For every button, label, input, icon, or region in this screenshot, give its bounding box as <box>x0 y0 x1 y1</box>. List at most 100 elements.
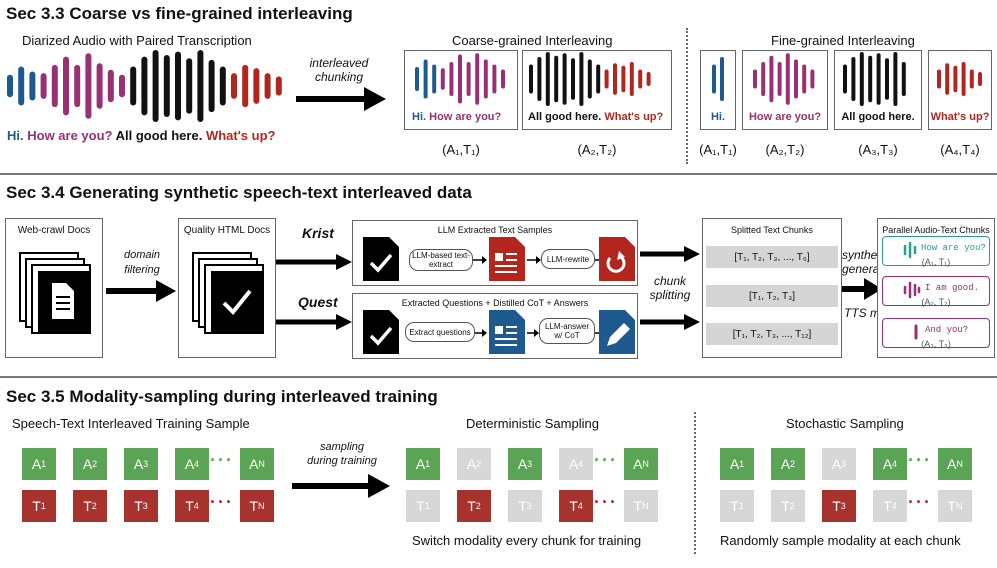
parallel-text-2: I am good. <box>925 283 980 293</box>
cell-subscript: 4 <box>193 501 199 511</box>
audio-label: Diarized Audio with Paired Transcription <box>22 33 252 48</box>
cell-letter: A <box>729 456 740 472</box>
fine-box-3: All good here. <box>834 50 922 130</box>
krist-label: Krist <box>302 225 334 241</box>
parallel-card-2: I am good. (A₂, T₂) <box>882 276 990 307</box>
cell-letter: A <box>82 456 93 472</box>
cell-letter: T <box>185 498 194 514</box>
quality-box: Quality HTML Docs <box>178 218 276 358</box>
parallel-text-1: How are you? <box>921 243 986 253</box>
det-caption: Switch modality every chunk for training <box>412 533 642 548</box>
divider-1 <box>0 173 997 175</box>
cell-letter: A <box>780 456 791 472</box>
fine-box-4: What's up? <box>928 50 992 130</box>
fine-allgood: All good here. <box>841 111 915 123</box>
transcript: Hi. How are you? All good here. What's u… <box>7 128 275 143</box>
webcrawl-label: Web-crawl Docs <box>17 225 91 236</box>
wave-icon-purple <box>903 281 921 299</box>
arrow-small-5 <box>527 329 539 337</box>
parallel-pair-1: (A₁, T₁) <box>921 257 951 267</box>
cell-letter: T <box>781 498 790 514</box>
cell-letter: T <box>947 498 957 514</box>
parallel-pair-2: (A₂, T₂) <box>921 297 951 307</box>
cell-letter: T <box>633 498 643 514</box>
cell-subscript: N <box>258 459 265 469</box>
cell-letter: T <box>134 498 143 514</box>
cell-letter: A <box>568 456 579 472</box>
pill-extract-questions: Extract questions <box>405 322 475 342</box>
ellipsis-dots: ··· <box>210 492 234 512</box>
cell-letter: A <box>249 456 259 472</box>
coarse-whatsup: What's up? <box>604 111 664 123</box>
parallel-text-3: And you? <box>925 325 969 335</box>
cell-subscript: 2 <box>475 501 481 511</box>
tts-arrow <box>842 278 882 300</box>
coarse-wave-1 <box>415 53 505 105</box>
sampling-label-2: during training <box>307 455 377 467</box>
cell-letter: T <box>883 498 892 514</box>
coarse-wave-2 <box>529 52 651 106</box>
wave-icon-purple-2 <box>914 324 918 340</box>
cell-subscript: 1 <box>738 501 744 511</box>
chunk-row-2: [T₁, T₂, T₃] <box>706 285 838 307</box>
document-stack-icon <box>19 252 91 334</box>
cell-letter: A <box>466 456 477 472</box>
cell-subscript: 2 <box>790 459 796 469</box>
fine-title: Fine-grained Interleaving <box>771 33 915 48</box>
coarse-hi: Hi. <box>412 111 427 123</box>
cell-subscript: 4 <box>578 459 584 469</box>
synthetic-label: synthetic generation <box>842 248 899 276</box>
cell-subscript: 2 <box>92 459 98 469</box>
splitted-title: Splitted Text Chunks <box>731 225 813 235</box>
cell-subscript: 4 <box>892 459 898 469</box>
ellipsis-dots: ··· <box>594 450 618 470</box>
quest-box-title: Extracted Questions + Distilled CoT + An… <box>401 298 589 308</box>
krist-pipeline-box: LLM Extracted Text Samples LLM-based tex… <box>352 220 638 286</box>
cell-letter: A <box>184 456 195 472</box>
coarse-pair-1: (A₁,T₁) <box>442 142 480 157</box>
divider-2 <box>0 376 997 378</box>
cell-subscript: 2 <box>91 501 97 511</box>
cell-letter: A <box>947 456 957 472</box>
fine-box-1: Hi. <box>700 50 736 130</box>
cell-subscript: 1 <box>425 459 431 469</box>
parallel-title: Parallel Audio-Text Chunks <box>882 225 990 235</box>
interleaved-chunking-label: interleaved chunking <box>300 56 378 84</box>
cell-subscript: 2 <box>789 501 795 511</box>
cell-subscript: 3 <box>142 501 148 511</box>
cell-subscript: 4 <box>577 501 583 511</box>
ellipsis-dots: ··· <box>908 450 932 470</box>
coarse-title: Coarse-grained Interleaving <box>452 33 613 48</box>
check-document-stack-icon <box>192 252 264 334</box>
webcrawl-box: Web-crawl Docs <box>5 218 103 358</box>
cell-subscript: N <box>258 501 265 511</box>
check-document-icon <box>363 237 399 281</box>
parallel-card-1: How are you? (A₁, T₁) <box>882 236 990 267</box>
arrow-small-2 <box>527 256 541 264</box>
chunk-splitting-label: chunk splitting <box>642 274 698 302</box>
rewrite-document-icon <box>599 237 635 281</box>
cell-letter: T <box>518 498 527 514</box>
transcript-whatsup: What's up? <box>205 128 276 143</box>
sampling-label-1: sampling <box>319 441 365 453</box>
chunk-row-3: [T₁, T₂, T₃, ..., T₁₂] <box>706 323 838 345</box>
cell-subscript: 1 <box>424 501 430 511</box>
chunk-row-1: [T₁, T₂, T₃, ..., T₆] <box>706 246 838 268</box>
cell-subscript: 3 <box>526 501 532 511</box>
